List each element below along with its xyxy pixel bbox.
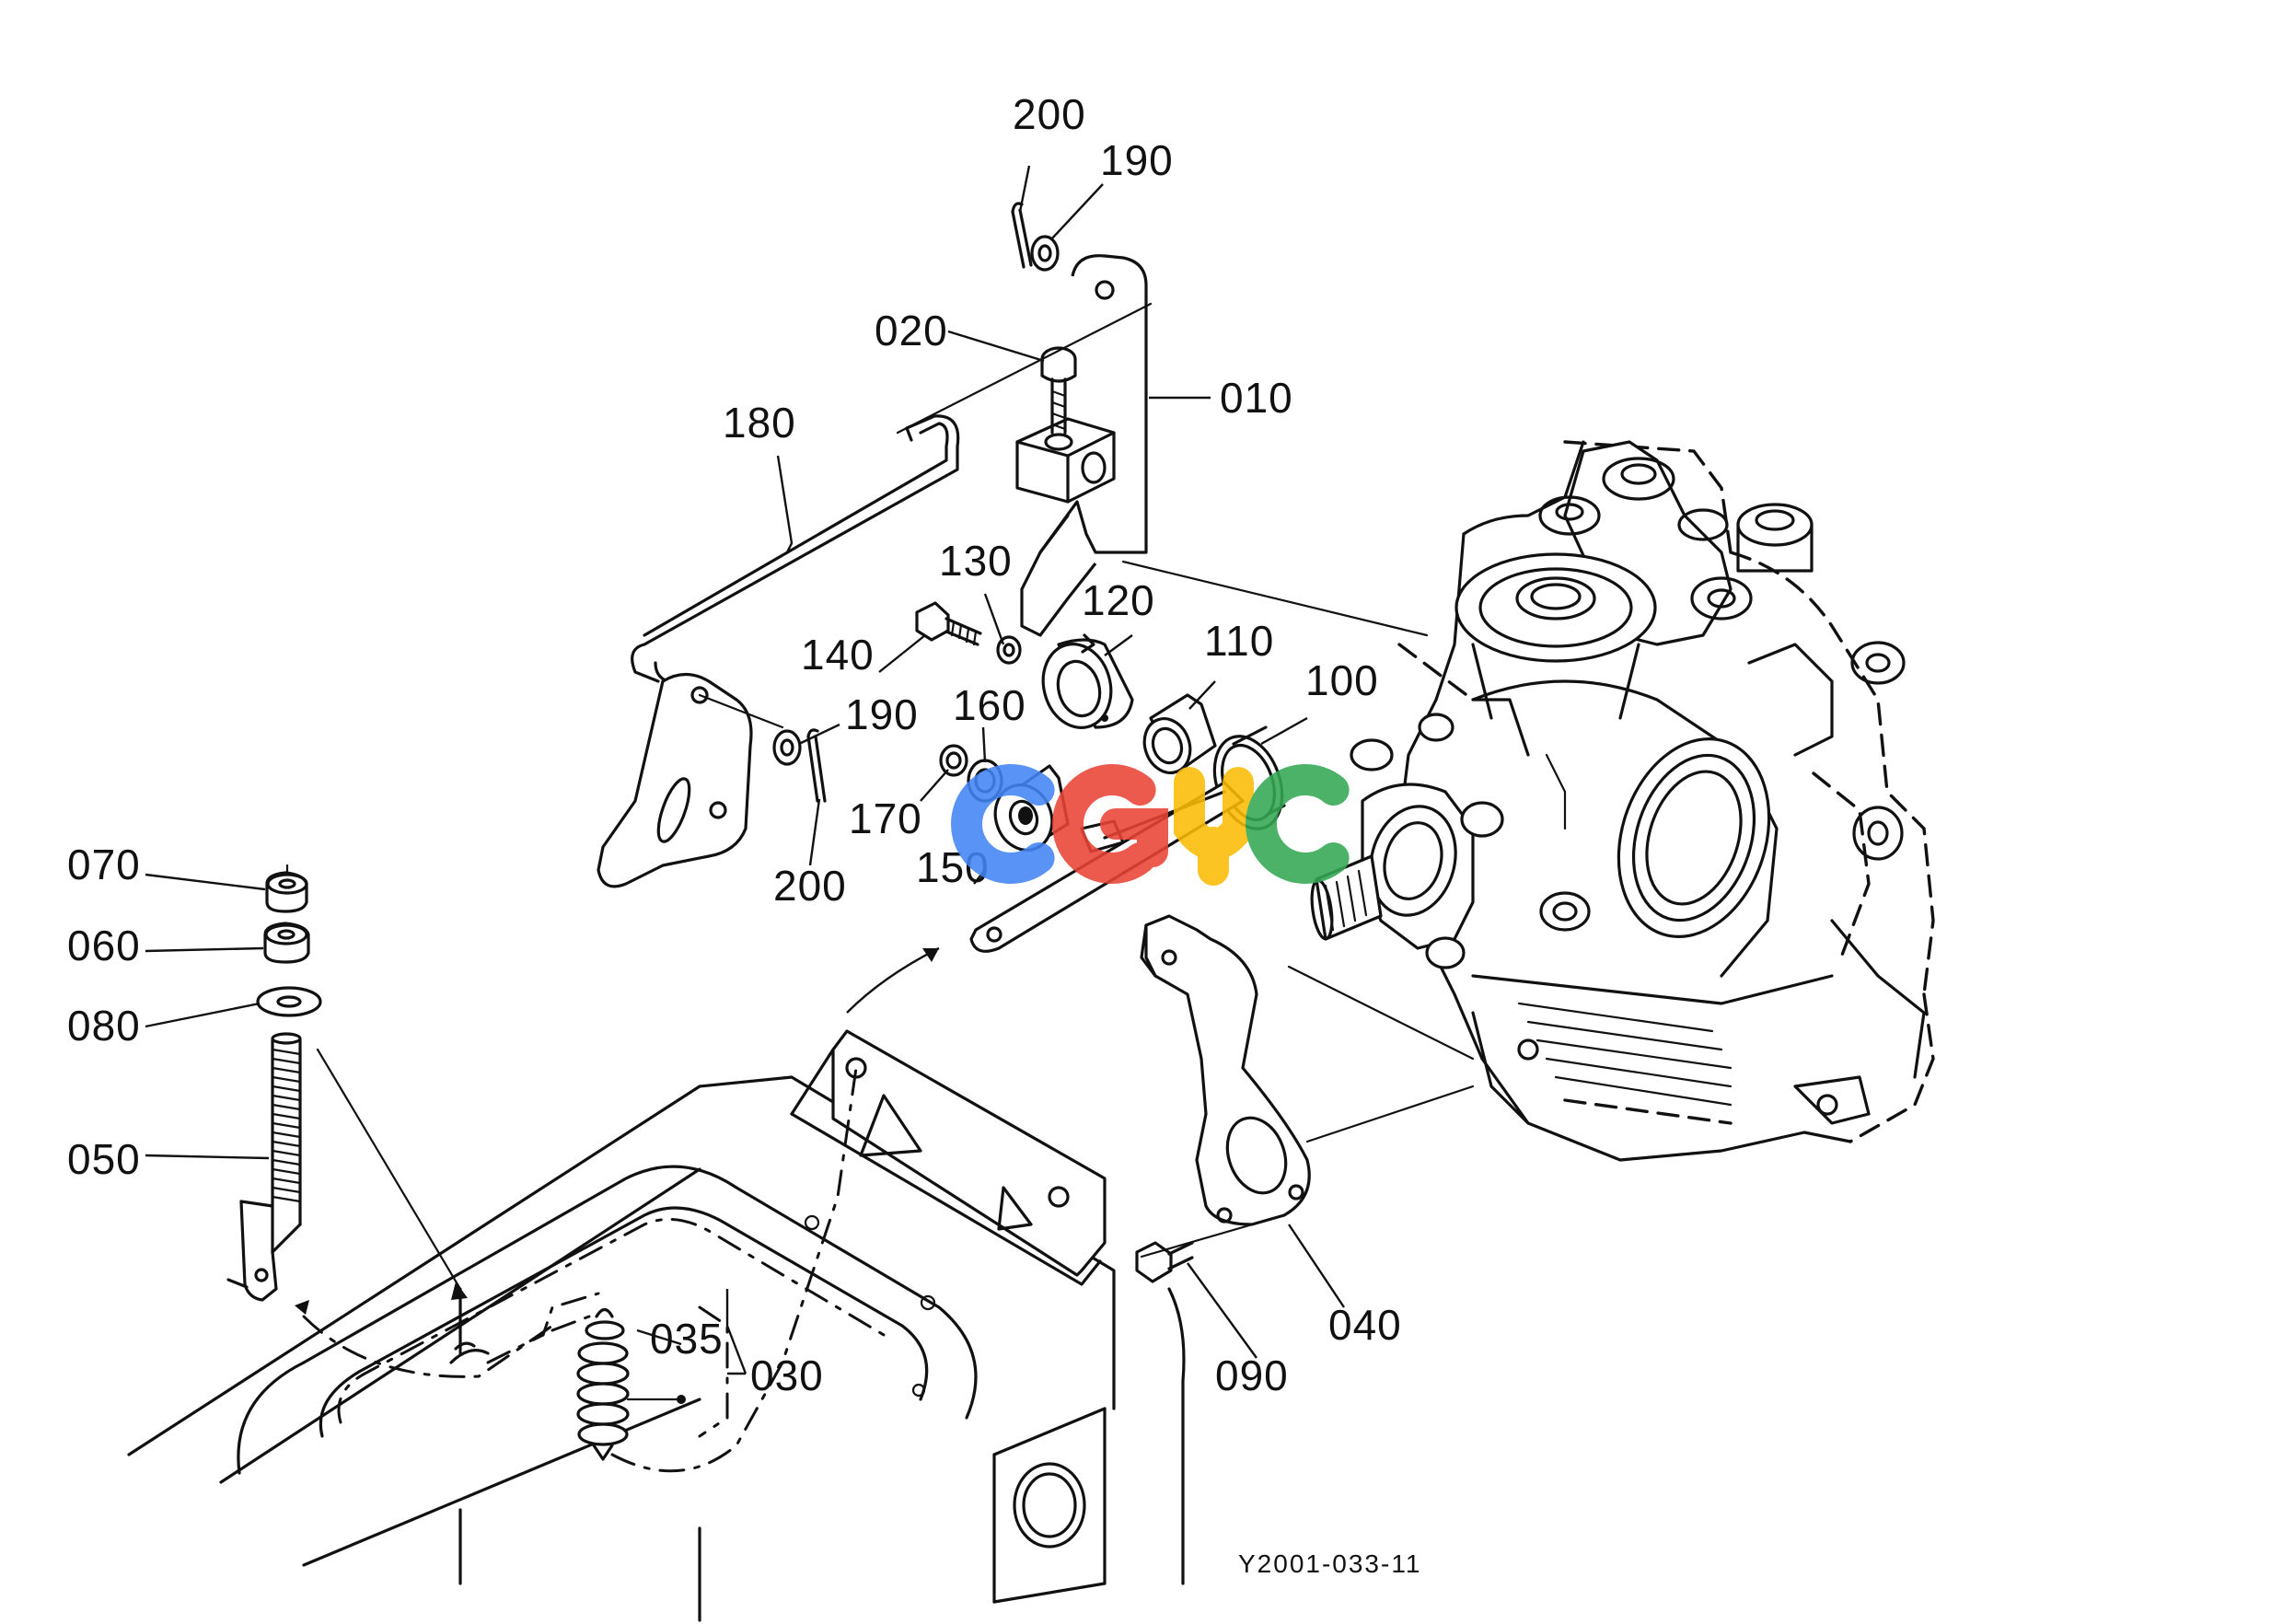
watermark-letter-4 bbox=[1246, 764, 1350, 884]
nut-070 bbox=[265, 864, 308, 913]
bolt-140 bbox=[915, 601, 982, 646]
callout-140: 140 bbox=[801, 631, 875, 679]
callout-035: 035 bbox=[650, 1315, 724, 1363]
callout-020: 020 bbox=[875, 307, 948, 354]
callout-040: 040 bbox=[1328, 1301, 1402, 1349]
watermark-logo bbox=[951, 764, 1350, 886]
arrowhead-stud bbox=[451, 1282, 468, 1300]
callout-170: 170 bbox=[849, 795, 922, 842]
washer-190-top bbox=[1030, 235, 1060, 272]
stud-050 bbox=[226, 1032, 302, 1302]
rod-180 bbox=[631, 414, 960, 683]
lever-plate bbox=[597, 672, 784, 888]
callout-010: 010 bbox=[1220, 374, 1293, 422]
leader-rod-top bbox=[896, 302, 1153, 435]
callout-190-top: 190 bbox=[1100, 136, 1174, 184]
callout-180: 180 bbox=[723, 399, 796, 447]
arrowhead-shaft bbox=[922, 948, 939, 962]
assembly-lines bbox=[302, 560, 1475, 1473]
callout-030: 030 bbox=[750, 1351, 824, 1399]
washer-190-mid bbox=[772, 729, 802, 766]
callout-070: 070 bbox=[67, 841, 141, 888]
callout-080: 080 bbox=[67, 1002, 141, 1050]
cotter-pin-200-mid bbox=[806, 728, 827, 803]
nut-060 bbox=[263, 922, 310, 964]
callout-130: 130 bbox=[939, 537, 1013, 585]
transmission-unit bbox=[1310, 440, 1935, 1162]
callout-120: 120 bbox=[1082, 576, 1155, 624]
hub-120 bbox=[1041, 633, 1134, 729]
callout-160: 160 bbox=[953, 681, 1026, 729]
callout-100: 100 bbox=[1305, 656, 1379, 704]
callout-200-top: 200 bbox=[1013, 90, 1086, 138]
chassis-frame bbox=[127, 1075, 1186, 1622]
callout-200-mid: 200 bbox=[773, 862, 847, 910]
watermark-letter-1 bbox=[951, 764, 1055, 884]
mounting-plate bbox=[790, 1029, 1107, 1286]
washer-080 bbox=[256, 986, 322, 1017]
drawing-reference-code: Y2001-033-11 bbox=[1238, 1549, 1421, 1578]
callout-190-mid: 190 bbox=[845, 690, 919, 738]
arrowhead-stud-base bbox=[295, 1300, 309, 1315]
callout-060: 060 bbox=[67, 922, 141, 969]
bushing-110 bbox=[1142, 693, 1217, 774]
washer-170 bbox=[939, 744, 968, 777]
watermark-letter-3 bbox=[1174, 767, 1254, 886]
cotter-pin-200-top bbox=[1011, 202, 1033, 269]
bolt-090 bbox=[1135, 1241, 1194, 1283]
bracket-010 bbox=[1015, 254, 1148, 637]
watermark-letter-2 bbox=[1052, 764, 1168, 884]
plate-040 bbox=[1140, 914, 1311, 1226]
callout-110: 110 bbox=[1204, 617, 1274, 665]
spring-035 bbox=[576, 1307, 630, 1461]
leader-lines bbox=[145, 165, 1345, 1375]
callout-050: 050 bbox=[67, 1135, 141, 1183]
callout-090: 090 bbox=[1215, 1351, 1289, 1399]
washer-130 bbox=[996, 635, 1022, 665]
